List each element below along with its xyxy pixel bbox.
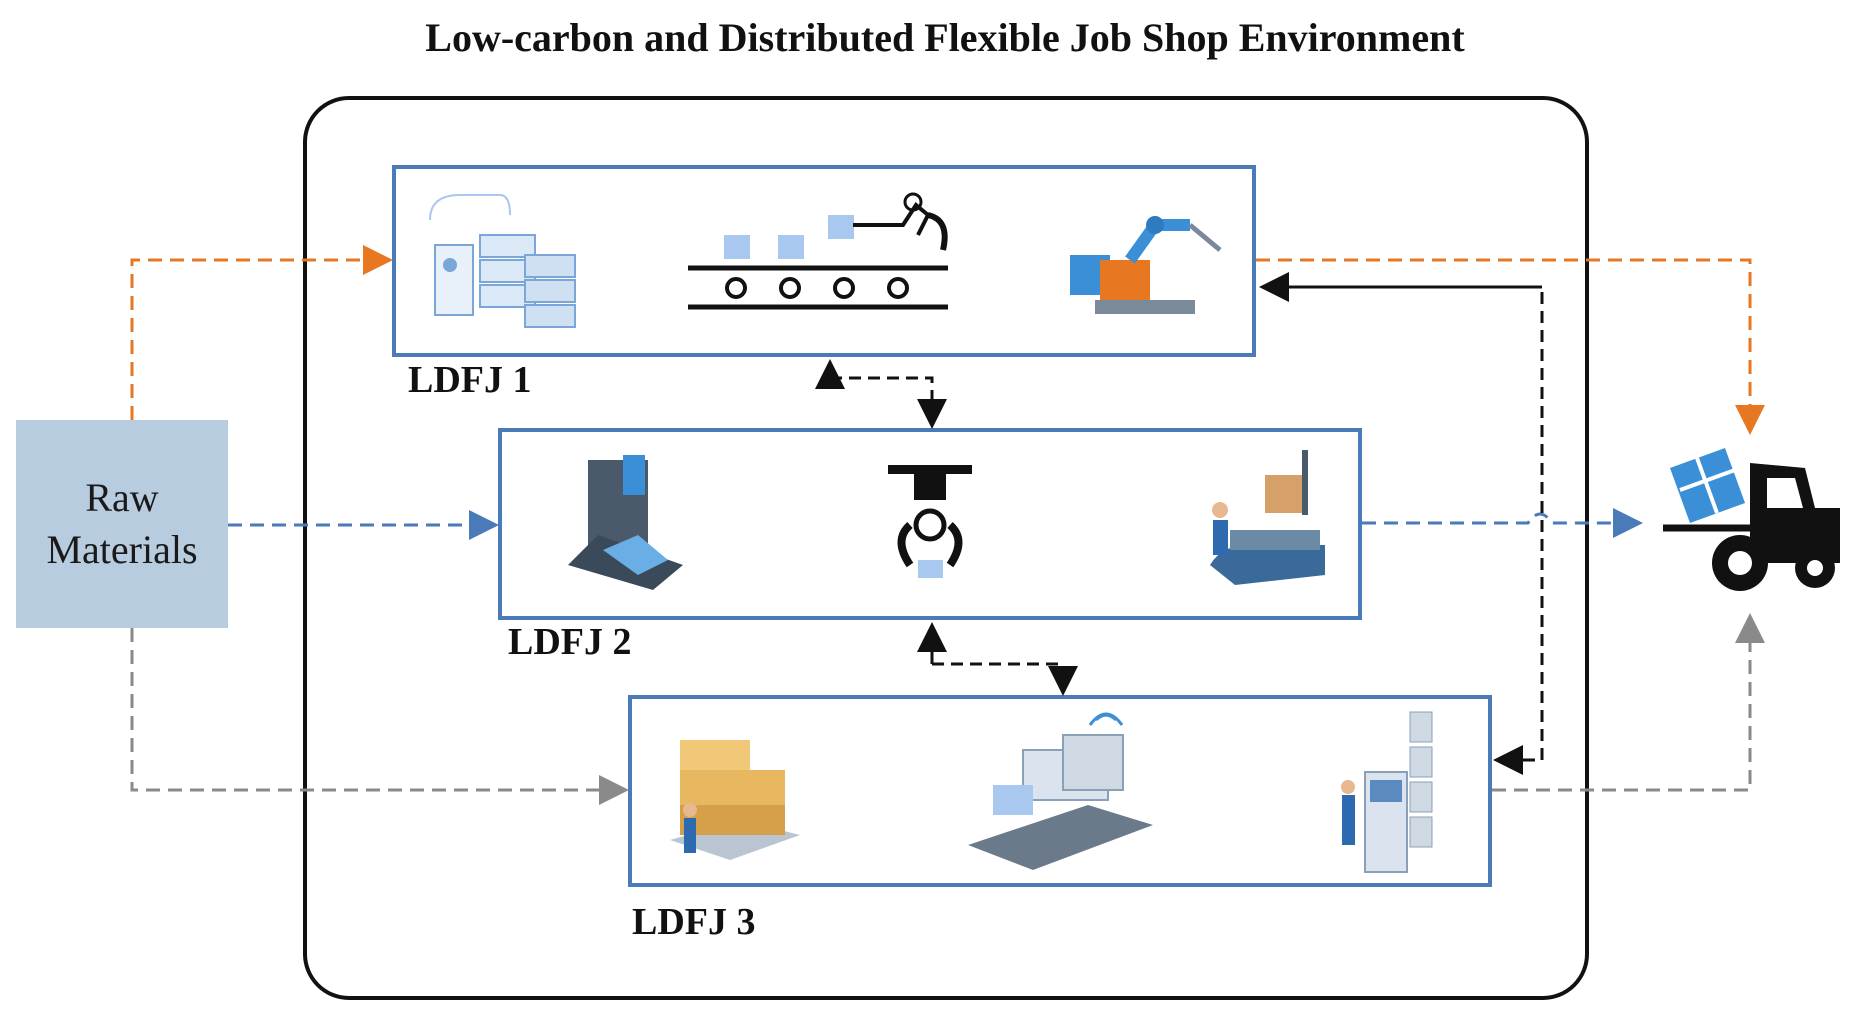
warehouse-boxes-icon [670,740,800,860]
route-orange-out [1256,258,1765,435]
cnc-machine-icon [568,455,683,590]
control-panel-worker-icon [1341,711,1433,873]
industrial-robot-arm-icon [1070,216,1222,314]
route-gray-out [1492,613,1765,792]
route-orange-in [130,245,393,420]
route-blue-out [1362,508,1643,538]
route-gray-in [130,628,629,805]
environment-boundary [303,96,1589,1000]
shop-label-ldfj2: LDFJ 2 [508,621,632,663]
server-rack-workstation-icon [429,194,576,328]
assembly-line-worker-icon [1210,450,1325,585]
automated-conveyor-icon [968,712,1153,870]
transfer-1-2-down [830,376,947,429]
raw-materials-line1: Raw [85,475,159,520]
forklift-icon [1663,448,1840,591]
raw-materials-label: Raw Materials [16,420,228,628]
shop-label-ldfj3: LDFJ 3 [632,901,756,943]
transfer-2-3-down [932,662,1078,696]
conveyor-robot-arm-icon [688,192,948,310]
gripper-icon [888,465,972,578]
raw-materials-box [16,420,228,628]
shop-label-ldfj1: LDFJ 1 [408,359,532,401]
raw-materials-line2: Materials [46,527,198,572]
diagram-title: Low-carbon and Distributed Flexible Job … [425,15,1465,60]
